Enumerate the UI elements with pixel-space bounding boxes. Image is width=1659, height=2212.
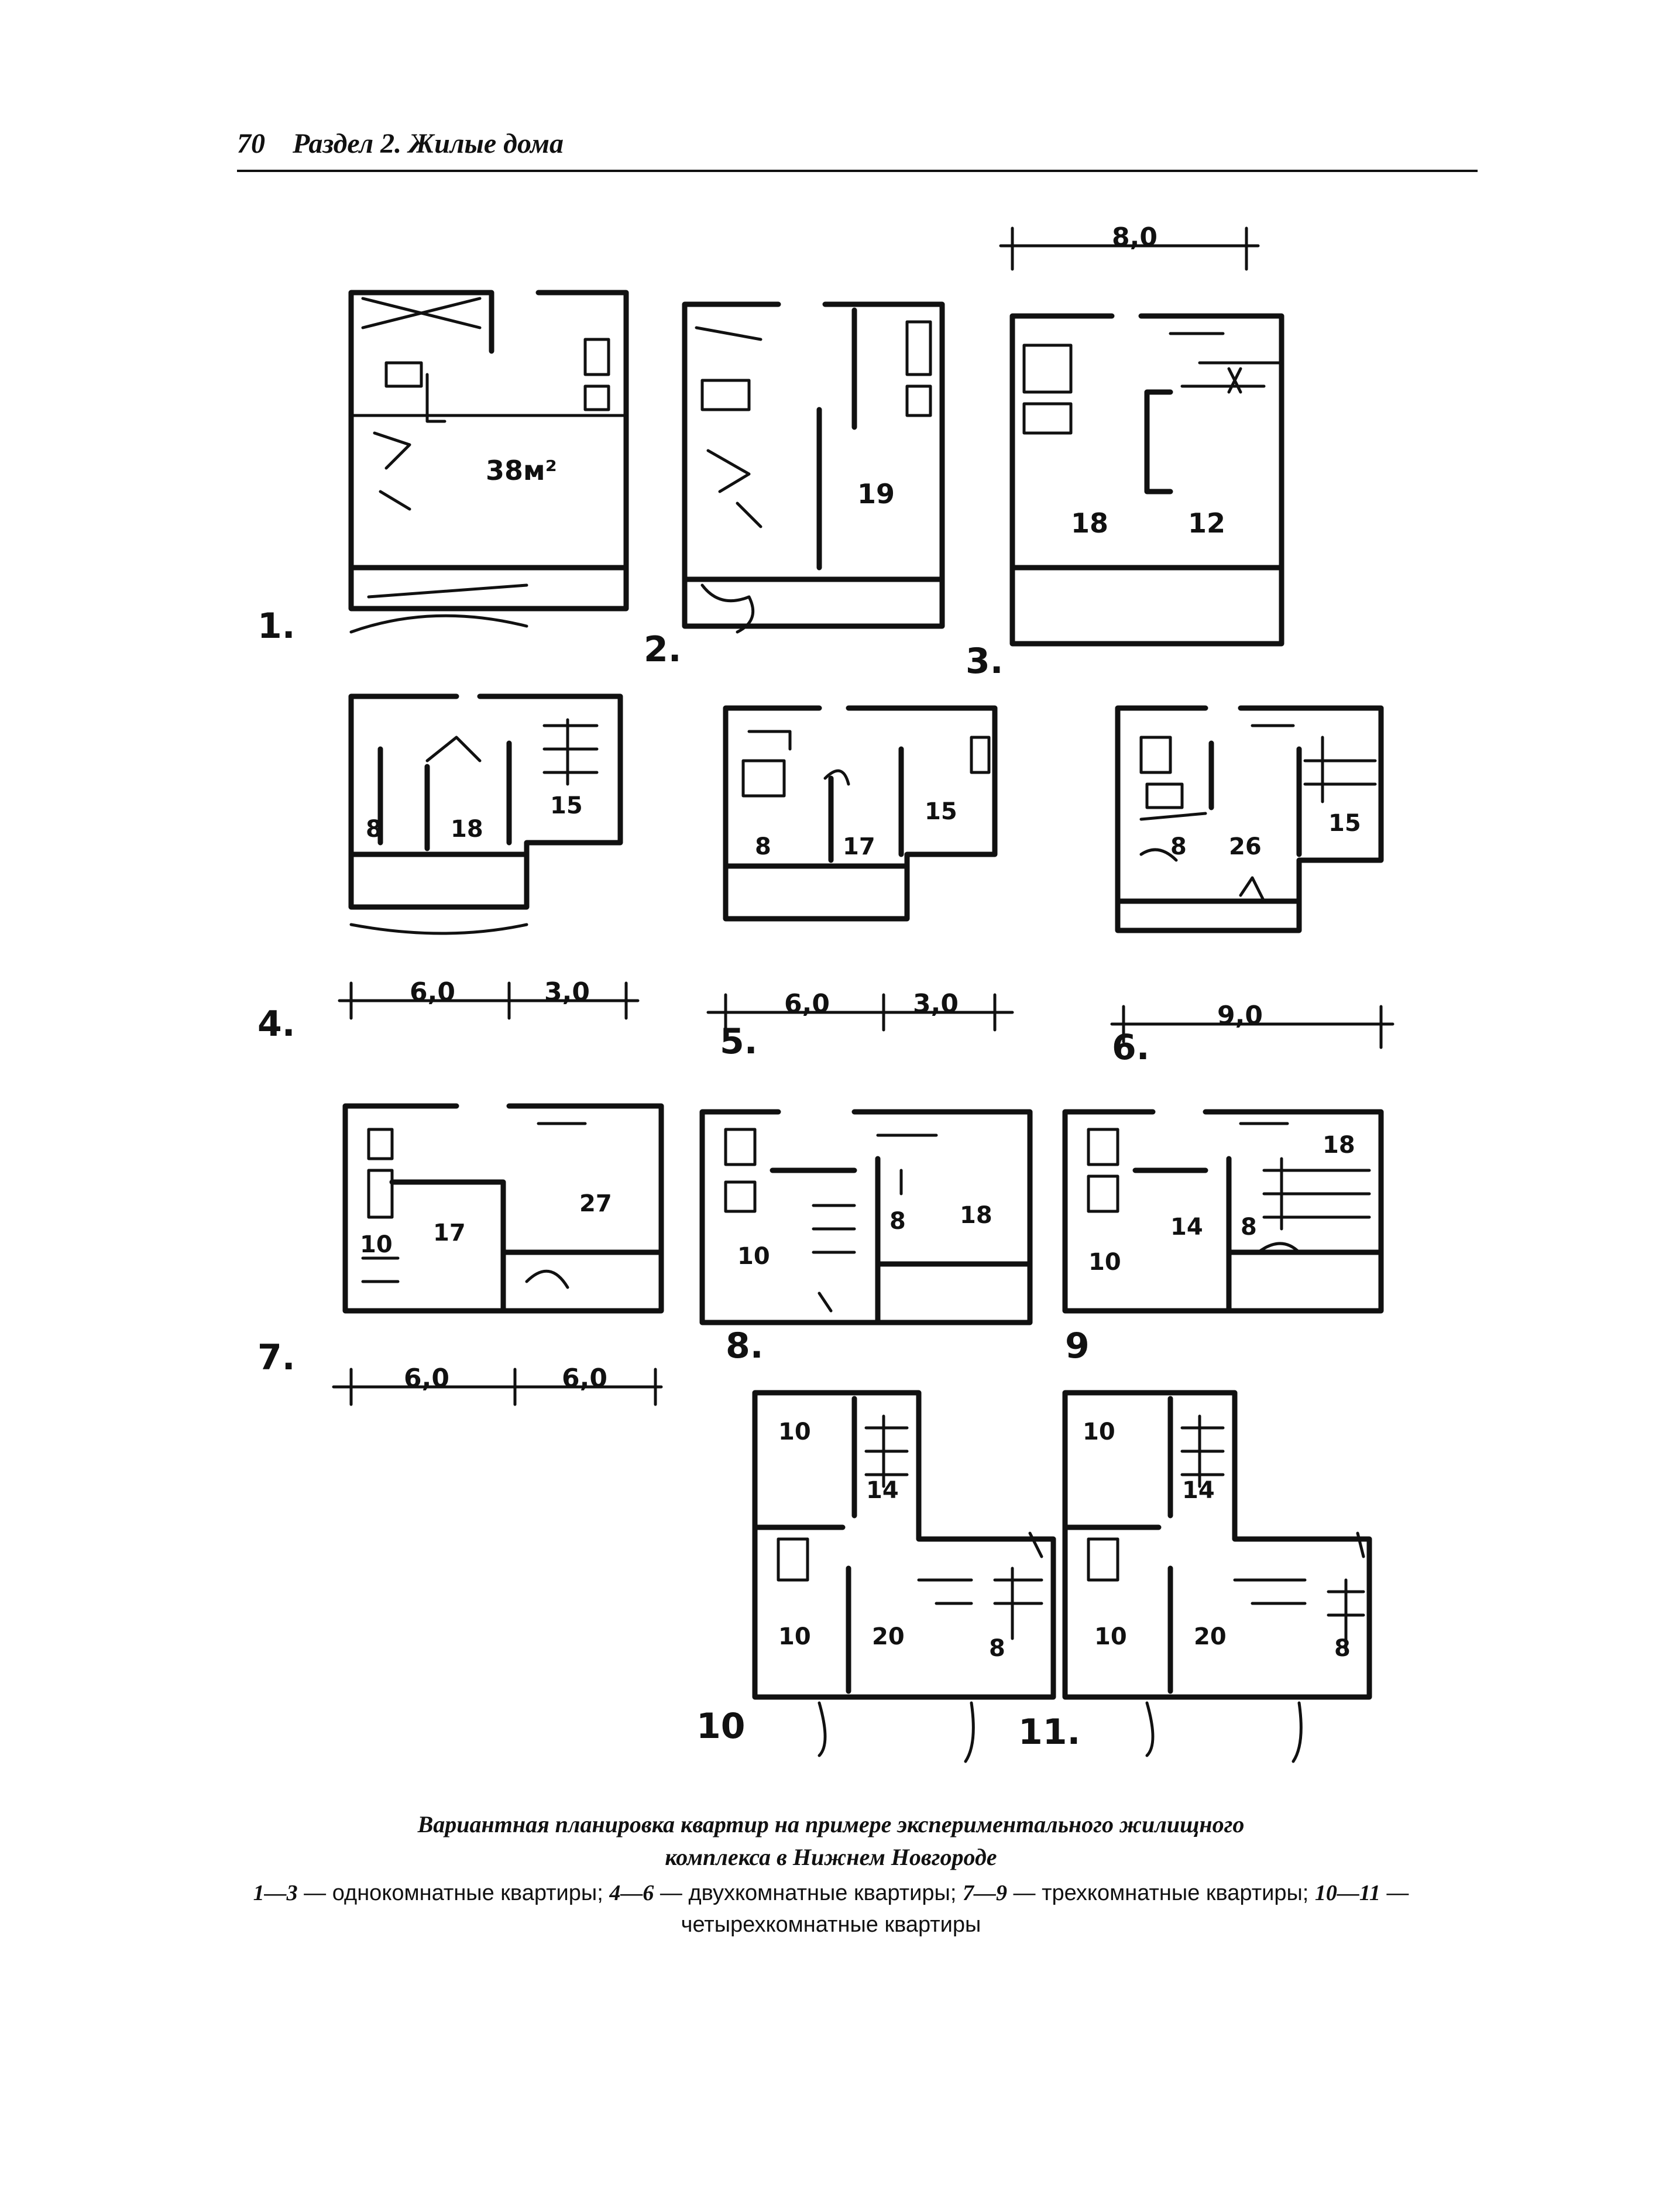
plan-10-room-top-right: 14 xyxy=(866,1477,899,1504)
legend-range-2: 4—6 xyxy=(609,1881,654,1905)
plan-8: 10 8 18 8. xyxy=(699,1109,1033,1366)
plan-3-room-kitchen: 18 xyxy=(1071,507,1108,539)
page-number: 70 xyxy=(237,128,265,159)
plan-4-dimension-2: 3,0 xyxy=(544,977,590,1007)
plan-4-room-bedroom: 15 xyxy=(550,792,583,819)
caption-title-line-1: Вариантная планировка квартир на примере… xyxy=(417,1811,1245,1837)
plan-3-room-living: 12 xyxy=(1188,507,1225,539)
plan-2-room-area: 19 xyxy=(857,478,895,510)
plan-3-label: 3. xyxy=(966,641,1004,682)
plan-9-room-bedroom: 18 xyxy=(1323,1132,1355,1159)
plan-9-room-small: 8 xyxy=(1241,1214,1257,1241)
plan-5-dimension-2: 3,0 xyxy=(913,989,959,1019)
plan-10-room-top-left: 10 xyxy=(778,1418,811,1445)
plan-8-room-kitchen: 10 xyxy=(737,1243,770,1270)
plan-7-label: 7. xyxy=(257,1337,296,1378)
plan-8-label: 8. xyxy=(726,1325,764,1366)
plan-11-room-top-right: 14 xyxy=(1182,1477,1215,1504)
plan-4: 8 18 15 6,0 3,0 4. xyxy=(257,693,640,1045)
plan-4-label: 4. xyxy=(257,1004,296,1045)
plan-11: 10 14 10 20 8 11. xyxy=(1018,1390,1372,1763)
plan-7-dimension-1: 6,0 xyxy=(404,1363,449,1393)
plan-8-room-living: 18 xyxy=(960,1202,992,1229)
plan-10-room-small: 8 xyxy=(989,1635,1005,1662)
plan-3: 8,0 18 12 3. xyxy=(966,222,1284,682)
floor-plans-figure: 38м² 1. 19 2. 8,0 18 12 3. 8 18 15 xyxy=(234,222,1440,1779)
running-head: Раздел 2. Жилые дома xyxy=(293,128,564,159)
plan-1: 38м² 1. xyxy=(257,290,629,647)
plan-7-room-living: 27 xyxy=(579,1190,612,1217)
plan-9-room-living: 14 xyxy=(1170,1214,1203,1241)
plan-7-room-kitchen: 10 xyxy=(360,1231,393,1258)
plan-2-label: 2. xyxy=(644,629,682,670)
legend-text-4: — четырехкомнатные квартиры xyxy=(681,1881,1409,1937)
plan-5-label: 5. xyxy=(720,1021,758,1062)
plan-10-label: 10 xyxy=(696,1706,746,1747)
plan-9-room-kitchen: 10 xyxy=(1088,1249,1121,1276)
plan-6-label: 6. xyxy=(1112,1027,1150,1068)
plan-11-room-kitchen: 10 xyxy=(1094,1623,1127,1650)
plan-5-room-living: 17 xyxy=(843,833,875,860)
plan-7-room-bedroom: 17 xyxy=(433,1220,466,1246)
caption-title: Вариантная планировка квартир на примере… xyxy=(246,1808,1416,1874)
page-header: 70 Раздел 2. Жилые дома xyxy=(237,128,1478,173)
header-rule xyxy=(237,170,1478,172)
plan-3-dimension: 8,0 xyxy=(1112,222,1157,252)
plan-4-room-living: 18 xyxy=(451,816,483,843)
figure-caption: Вариантная планировка квартир на примере… xyxy=(246,1808,1416,1940)
legend-text-1: — однокомнатные квартиры; xyxy=(297,1881,610,1905)
plan-1-label: 1. xyxy=(257,606,296,647)
legend-text-2: — двухкомнатные квартиры; xyxy=(654,1881,963,1905)
plan-11-label: 11. xyxy=(1018,1712,1080,1753)
plan-8-room-small: 8 xyxy=(889,1208,906,1235)
caption-legend: 1—3 — однокомнатные квартиры; 4—6 — двух… xyxy=(246,1877,1416,1940)
plan-1-room-area: 38м² xyxy=(486,455,557,486)
plan-11-room-small: 8 xyxy=(1334,1635,1351,1662)
plan-10-room-kitchen: 10 xyxy=(778,1623,811,1650)
plan-4-dimension-1: 6,0 xyxy=(410,977,455,1007)
plan-2: 19 2. xyxy=(644,301,945,670)
legend-range-1: 1—3 xyxy=(253,1881,298,1905)
caption-title-line-2: комплекса в Нижнем Новгороде xyxy=(665,1844,997,1870)
plan-6-room-kitchen: 8 xyxy=(1170,833,1187,860)
plan-6-room-bedroom: 15 xyxy=(1328,810,1361,837)
plan-4-room-kitchen: 8 xyxy=(366,816,382,843)
plan-9-label: 9 xyxy=(1065,1325,1090,1366)
plan-5-dimension-1: 6,0 xyxy=(784,989,830,1019)
plan-5-room-bedroom: 15 xyxy=(925,798,957,825)
plan-7-dimension-2: 6,0 xyxy=(562,1363,607,1393)
legend-range-4: 10—11 xyxy=(1314,1881,1380,1905)
plan-7: 10 17 27 6,0 6,0 7. xyxy=(257,1103,664,1406)
plan-5-room-kitchen: 8 xyxy=(755,833,771,860)
legend-range-3: 7—9 xyxy=(962,1881,1007,1905)
plan-10-room-living: 20 xyxy=(872,1623,905,1650)
plan-11-room-top-left: 10 xyxy=(1083,1418,1115,1445)
plan-10: 10 14 10 20 8 10 xyxy=(696,1390,1056,1763)
plan-11-room-living: 20 xyxy=(1194,1623,1227,1650)
legend-text-3: — трехкомнатные квартиры; xyxy=(1007,1881,1315,1905)
plan-6-dimension: 9,0 xyxy=(1217,1001,1263,1031)
floor-plans-sketch: 38м² 1. 19 2. 8,0 18 12 3. 8 18 15 xyxy=(257,222,1394,1763)
plan-9: 10 14 8 18 9 xyxy=(1062,1109,1384,1366)
plan-6: 8 26 15 9,0 6. xyxy=(1110,705,1394,1068)
plan-5: 8 17 15 6,0 3,0 5. xyxy=(706,705,1014,1062)
plan-6-room-living: 26 xyxy=(1229,833,1262,860)
